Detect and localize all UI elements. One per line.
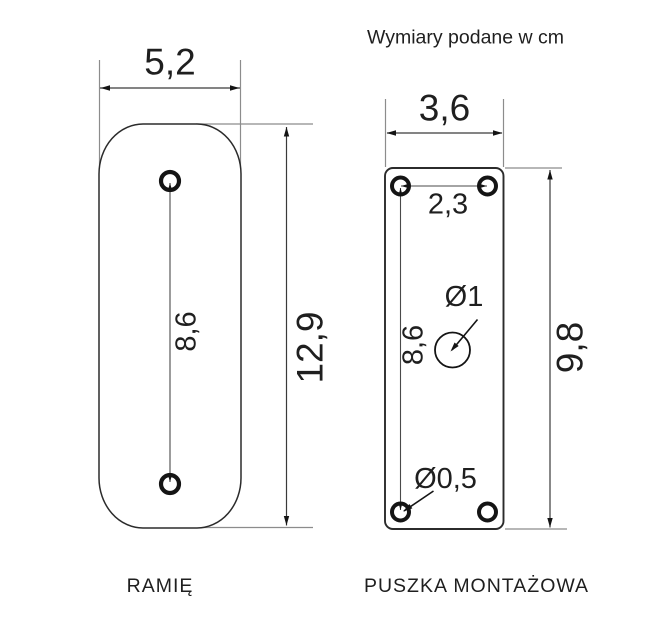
box-width-arrow-left [386,130,396,136]
box-hole-bottom-right [477,501,498,523]
corner-hole-dia-label: Ø0,5 [414,463,477,495]
arm-width-dim-label: 5,2 [144,42,195,83]
mounting-box-drawing: 2,3 8,6 Ø1 Ø0,5 3,6 [364,88,591,598]
arm-width-arrow-right [230,85,240,91]
box-height-arrow-top [547,170,553,180]
box-caption: PUSZKA MONTAŻOWA [364,574,589,597]
center-hole-leader-arrow [450,342,459,352]
box-top-hole-spacing-label: 2,3 [428,189,468,221]
box-outline [384,167,505,530]
box-width-dim-label: 3,6 [419,88,470,129]
arm-height-arrow-top [283,127,290,137]
box-hole-top-right [477,175,498,197]
box-width-arrow-right [493,130,503,136]
arm-hole-top [158,169,182,193]
box-center-hole [434,331,471,369]
box-hole-bottom-left [390,501,411,523]
box-height-arrow-bottom [547,518,553,528]
box-hole-top-left [390,175,411,197]
arm-hole-spacing-label: 8,6 [171,311,203,351]
arm-height-dim-label: 12,9 [290,311,331,383]
arm-width-arrow-left [100,85,110,91]
corner-hole-leader-arrow [403,503,413,512]
arm-drawing: 5,2 12,9 8,6 RAMIĘ [98,42,331,597]
box-side-hole-spacing-label: 8,6 [398,325,430,365]
box-height-dim-label: 9,8 [550,322,591,373]
arm-hole-bottom [158,472,182,496]
arm-height-arrow-bottom [283,516,290,526]
units-note: Wymiary podane w cm [367,27,564,49]
arm-caption: RAMIĘ [127,575,194,597]
center-hole-dia-label: Ø1 [445,281,484,313]
